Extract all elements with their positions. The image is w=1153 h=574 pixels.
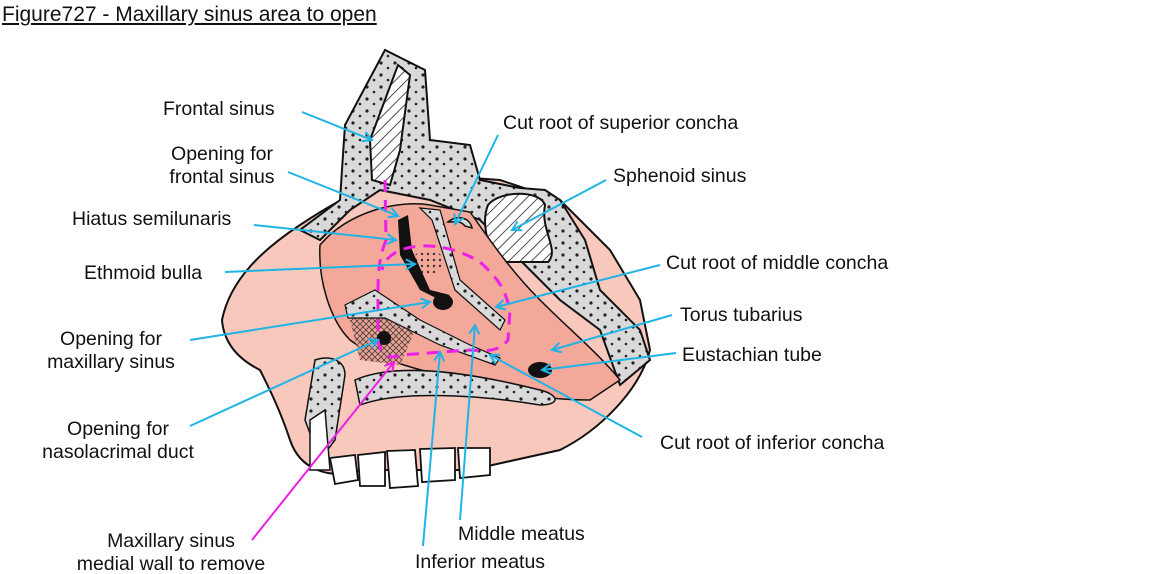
leader-opening-frontal — [287, 171, 398, 216]
label-medial-wall-line1: Maxillary sinus — [107, 530, 235, 552]
frontal-sinus-shape — [368, 63, 412, 187]
label-inferior-concha: Cut root of inferior concha — [660, 432, 885, 454]
label-torus: Torus tubarius — [680, 304, 803, 326]
label-opening-naso-line1: Opening for — [67, 418, 169, 440]
middle-concha-strip — [418, 207, 506, 331]
label-superior-concha: Cut root of superior concha — [503, 112, 739, 134]
label-eustachian: Eustachian tube — [682, 344, 822, 366]
maxillary-opening-shape — [433, 294, 453, 310]
label-opening-maxillary-line1: Opening for — [60, 328, 162, 350]
leader-middle-concha — [496, 264, 661, 307]
label-medial-wall: Maxillary sinus medial wall to remove — [60, 530, 282, 574]
leader-lines — [189, 111, 677, 547]
leader-eustachian — [542, 352, 677, 370]
nasolacrimal-opening-shape — [377, 331, 391, 345]
leader-sphenoid — [512, 179, 607, 230]
label-sphenoid: Sphenoid sinus — [613, 165, 747, 187]
hard-palate — [354, 369, 556, 407]
label-opening-naso-line2: nasolacrimal duct — [42, 441, 194, 463]
label-opening-frontal: Opening for frontal sinus — [160, 143, 284, 189]
incisor — [309, 408, 331, 471]
leader-frontal-sinus — [301, 111, 372, 140]
label-opening-naso: Opening for nasolacrimal duct — [30, 418, 206, 464]
label-opening-maxillary-line2: maxillary sinus — [47, 351, 175, 373]
label-opening-frontal-line2: frontal sinus — [169, 166, 275, 188]
label-opening-frontal-line1: Opening for — [171, 143, 273, 165]
leader-superior-concha — [455, 134, 499, 224]
leader-torus — [552, 314, 673, 350]
label-ethmoid-bulla: Ethmoid bulla — [84, 262, 203, 284]
hiatus-slit — [398, 215, 450, 300]
leader-opening-maxillary — [189, 302, 430, 341]
label-frontal-sinus: Frontal sinus — [163, 98, 275, 120]
leader-middle-meatus — [459, 325, 475, 521]
label-hiatus: Hiatus semilunaris — [72, 208, 232, 230]
label-middle-meatus: Middle meatus — [458, 523, 585, 545]
label-opening-maxillary: Opening for maxillary sinus — [36, 328, 186, 374]
label-medial-wall-line2: medial wall to remove — [76, 553, 266, 574]
label-inferior-meatus: Inferior meatus — [415, 551, 546, 573]
figure-title: Figure727 - Maxillary sinus area to open — [2, 3, 377, 26]
teeth-row — [328, 447, 491, 489]
leader-ethmoid-bulla — [224, 264, 415, 273]
leader-inferior-concha — [490, 355, 643, 438]
medial-wall-boundary — [376, 179, 512, 359]
leader-hiatus — [253, 224, 396, 240]
leader-opening-naso — [189, 340, 378, 427]
label-middle-concha: Cut root of middle concha — [666, 252, 889, 274]
leader-medial-wall — [251, 362, 394, 541]
leader-inferior-meatus — [422, 352, 440, 547]
